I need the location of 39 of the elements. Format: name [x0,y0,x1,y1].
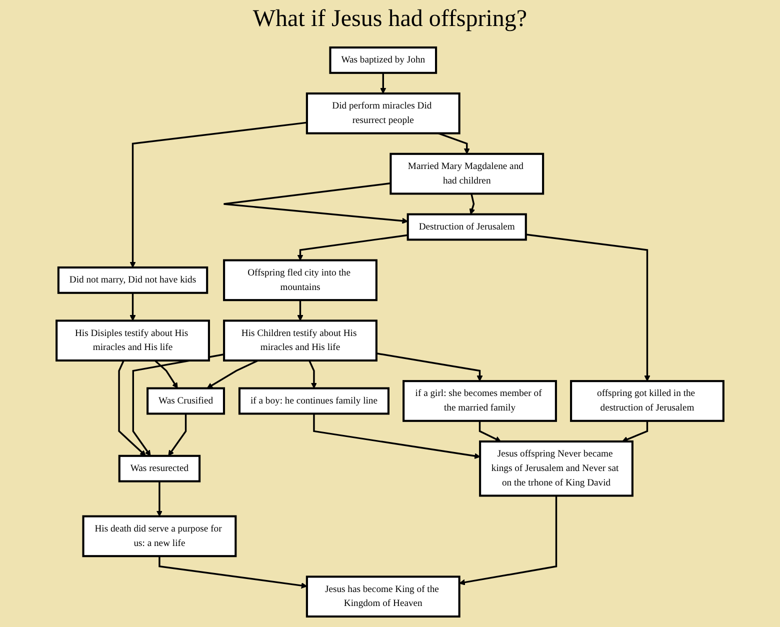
arrow [118,360,146,456]
arrow [459,496,558,586]
diagram-title: What if Jesus had offspring? [252,6,528,33]
arrow [622,420,648,442]
node-box: Married Mary Magdalene and had children [390,152,544,195]
arrow [297,300,304,321]
node-box: offspring got killed in the destruction of Jerusalem [570,380,724,422]
node-box: Offspring fled city into the mountains [223,259,378,302]
node-box: Was baptized by John [329,46,438,74]
arrow [308,360,317,389]
node-box: Did not marry, Did not have kids [57,266,208,294]
arrow [130,122,308,268]
arrow [130,292,136,321]
arrow [222,182,408,224]
arrow [380,72,386,94]
node-box: if a girl: she becomes member of the married family [402,380,557,422]
arrow [376,352,483,382]
node-box: His Children testify about His miracles and His life [223,320,378,362]
arrow [438,132,470,154]
arrow [313,414,480,459]
node-box: Jesus offspring Never became kings of Jerusalem and Never sat on the trhone of King David [479,440,634,497]
arrow [297,234,408,261]
arrow [469,194,476,215]
arrow [526,234,650,382]
node-box: Was resurected [118,454,201,482]
arrow [132,354,224,456]
node-box: Destruction of Jerusalem [406,213,527,241]
node-box: His Disiples testify about His miracles and His life [56,320,210,362]
arrow [154,360,178,389]
arrow [168,414,187,456]
arrow [156,481,162,517]
arrow [158,556,308,589]
arrow [206,360,258,389]
arrow [478,420,502,442]
node-box: His death did serve a purpose for us: a new life [82,515,237,558]
node-box: Was Crusified [146,387,226,415]
node-box: if a boy: he continues family line [238,387,390,415]
node-box: Jesus has become King of the Kingdom of Heaven [306,576,460,618]
node-box: Did perform miracles Did resurrect people [306,92,460,134]
